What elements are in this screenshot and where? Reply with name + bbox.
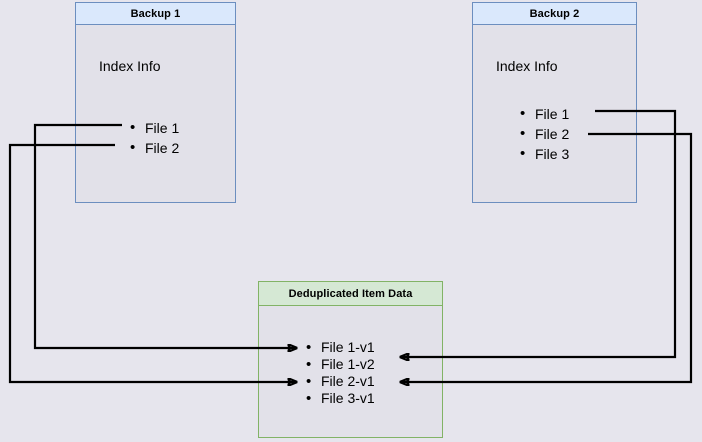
dedup-item-list: File 1-v1 File 1-v2 File 2-v1 File 3-v1 [305,339,375,407]
backup1-file-item-1[interactable]: File 1 [129,118,179,138]
dedup-item-file-2-v1[interactable]: File 2-v1 [305,373,375,390]
dedup-item-file-3-v1[interactable]: File 3-v1 [305,390,375,407]
backup2-file-list: File 1 File 2 File 3 [519,104,569,164]
dedup-item-file-1-v1[interactable]: File 1-v1 [305,339,375,356]
backup2-file-item-1[interactable]: File 1 [519,104,569,124]
dedup-title: Deduplicated Item Data [259,282,442,306]
backup2-box[interactable]: Backup 2 Index Info File 1 File 2 File 3 [472,2,637,203]
backup1-index-info-label: Index Info [99,58,161,74]
backup1-box[interactable]: Backup 1 Index Info File 1 File 2 [75,2,236,203]
backup1-file-item-2[interactable]: File 2 [129,138,179,158]
dedup-item-file-1-v2[interactable]: File 1-v2 [305,356,375,373]
backup2-index-info-label: Index Info [496,58,558,74]
backup1-body: Index Info File 1 File 2 [76,25,235,202]
dedup-body: File 1-v1 File 1-v2 File 2-v1 File 3-v1 [259,306,442,437]
dedup-box[interactable]: Deduplicated Item Data File 1-v1 File 1-… [258,281,443,438]
backup2-file-item-3[interactable]: File 3 [519,144,569,164]
backup2-body: Index Info File 1 File 2 File 3 [473,25,636,202]
backup2-title: Backup 2 [473,3,636,25]
backup1-title: Backup 1 [76,3,235,25]
backup2-file-item-2[interactable]: File 2 [519,124,569,144]
backup1-file-list: File 1 File 2 [129,118,179,158]
